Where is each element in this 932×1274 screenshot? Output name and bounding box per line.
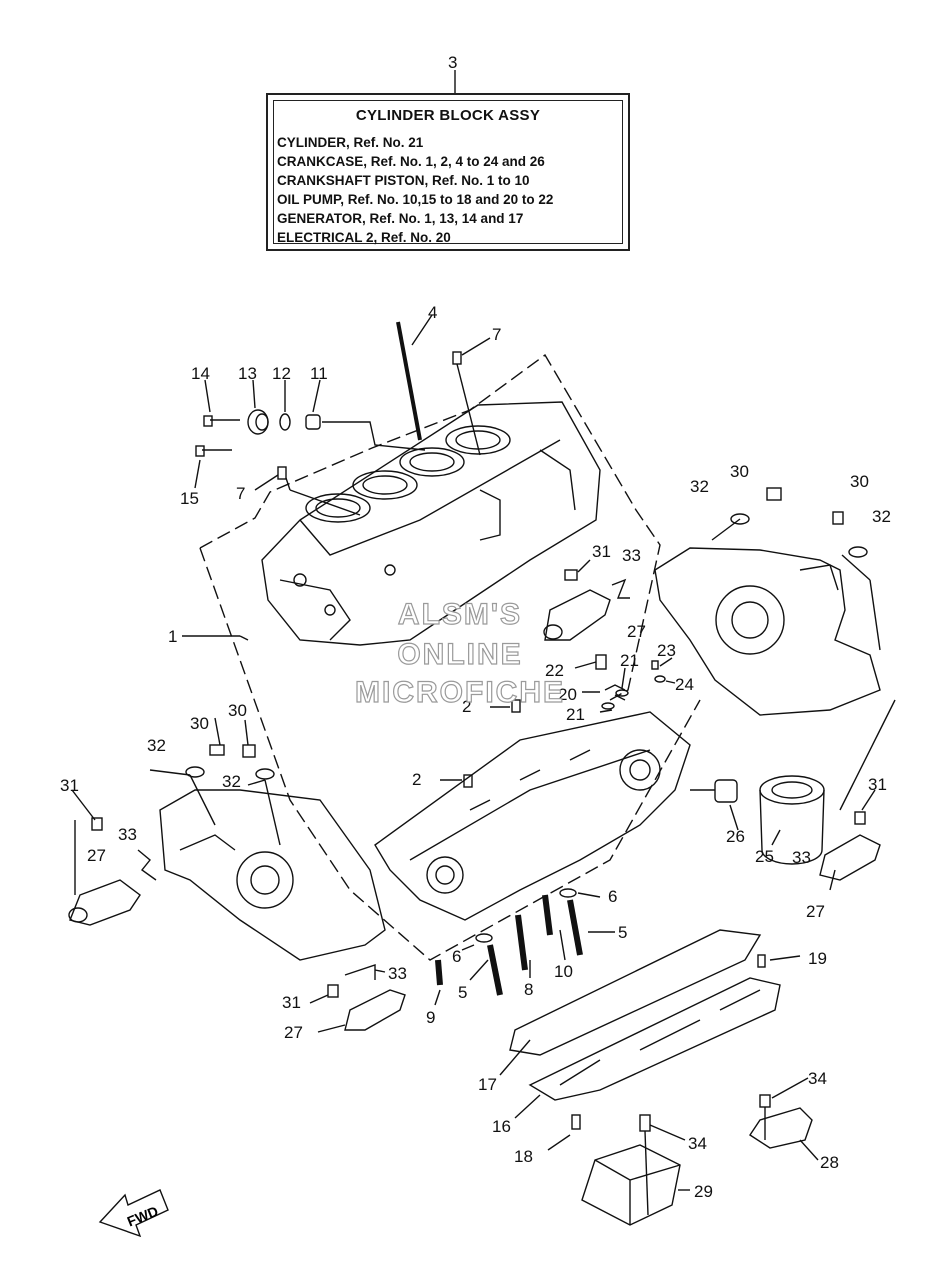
callout: 31 — [592, 542, 611, 561]
bracket-left — [68, 879, 141, 926]
bracket-lower-left — [327, 984, 406, 1031]
watermark-line: MICROFICHE — [354, 675, 565, 709]
callout: 6 — [608, 887, 617, 906]
callout: 31 — [60, 776, 79, 795]
bracket-upper-right — [543, 589, 611, 641]
stud-bolt — [396, 321, 422, 441]
callout: 15 — [180, 489, 199, 508]
oil-pan — [528, 977, 781, 1101]
fwd-label: FWD — [125, 1203, 161, 1230]
callout: 30 — [850, 472, 869, 491]
label-inner-border — [273, 100, 623, 244]
callout: 27 — [87, 846, 106, 865]
callout: 6 — [452, 947, 461, 966]
oil-fitting — [690, 779, 738, 803]
callout: 7 — [236, 484, 245, 503]
callout: 5 — [618, 923, 627, 942]
callout: 7 — [492, 325, 501, 344]
callout: 28 — [820, 1153, 839, 1172]
callout: 2 — [412, 770, 421, 789]
fwd-arrow — [98, 1189, 169, 1238]
callout: 13 — [238, 364, 257, 383]
watermark-line: ALSM'S — [397, 597, 523, 631]
callout: 14 — [191, 364, 210, 383]
callout: 27 — [627, 622, 646, 641]
label-line: GENERATOR, Ref. No. 1, 13, 14 and 17 — [277, 211, 524, 226]
label-line: CRANKSHAFT PISTON, Ref. No. 1 to 10 — [277, 173, 530, 188]
callout: 2 — [462, 697, 471, 716]
cylinder-block — [261, 401, 601, 646]
callout: 8 — [524, 980, 533, 999]
callout: 5 — [458, 983, 467, 1002]
bracket-lower-right — [819, 811, 881, 881]
callout: 16 — [492, 1117, 511, 1136]
callout: 33 — [388, 964, 407, 983]
dowel-pin — [277, 466, 287, 480]
dashed-outline-lower — [199, 547, 701, 961]
callout: 11 — [310, 364, 328, 383]
callout: 32 — [147, 736, 166, 755]
callout: 32 — [872, 507, 891, 526]
callout: 30 — [228, 701, 247, 720]
watermark-line: ONLINE — [397, 637, 523, 671]
callout: 10 — [554, 962, 573, 981]
gasket — [509, 929, 762, 1056]
callout: 12 — [272, 364, 291, 383]
callout: 22 — [545, 661, 564, 680]
callout: 27 — [284, 1023, 303, 1042]
callout: 1 — [168, 627, 177, 646]
dowel-pin — [452, 351, 462, 365]
callout: 27 — [806, 902, 825, 921]
damper-28 — [749, 1107, 813, 1149]
callout: 25 — [755, 847, 774, 866]
callout: 32 — [690, 477, 709, 496]
callout: 18 — [514, 1147, 533, 1166]
callout: 21 — [620, 651, 639, 670]
callout-3: 3 — [448, 53, 457, 72]
label-lines: CYLINDER, Ref. No. 21 CRANKCASE, Ref. No… — [277, 133, 553, 247]
callout: 19 — [808, 949, 827, 968]
callout: 29 — [694, 1182, 713, 1201]
assembly-label-box: CYLINDER BLOCK ASSY CYLINDER, Ref. No. 2… — [266, 93, 630, 251]
callout: 34 — [808, 1069, 827, 1088]
damper-29 — [581, 1144, 681, 1226]
callout: 30 — [730, 462, 749, 481]
generator-cover-left — [159, 789, 386, 961]
callout: 26 — [726, 827, 745, 846]
seal-group — [195, 409, 321, 457]
callout: 17 — [478, 1075, 497, 1094]
label-line: OIL PUMP, Ref. No. 10,15 to 18 and 20 to… — [277, 192, 554, 207]
label-line: CRANKCASE, Ref. No. 1, 2, 4 to 24 and 26 — [277, 154, 545, 169]
callout: 4 — [428, 303, 437, 322]
callout: 33 — [792, 848, 811, 867]
callout: 23 — [657, 641, 676, 660]
callout: 20 — [558, 685, 577, 704]
callout: 33 — [118, 825, 137, 844]
callout: 9 — [426, 1008, 435, 1027]
callout: 31 — [282, 993, 301, 1012]
callout: 31 — [868, 775, 887, 794]
lower-crankcase — [374, 711, 691, 921]
callout: 21 — [566, 705, 585, 724]
callout-numbers: 3 1 2 2 4 5 5 6 6 7 7 8 9 10 11 12 13 14… — [60, 53, 891, 1230]
callout: 30 — [190, 714, 209, 733]
callout: 33 — [622, 546, 641, 565]
generator-cover-right — [654, 547, 881, 716]
label-line: ELECTRICAL 2, Ref. No. 20 — [277, 230, 451, 245]
label-line: CYLINDER, Ref. No. 21 — [277, 135, 424, 150]
callout: 24 — [675, 675, 694, 694]
oil-filter — [759, 775, 825, 865]
callout: 32 — [222, 772, 241, 791]
label-title: CYLINDER BLOCK ASSY — [355, 107, 541, 124]
callout: 34 — [688, 1134, 707, 1153]
